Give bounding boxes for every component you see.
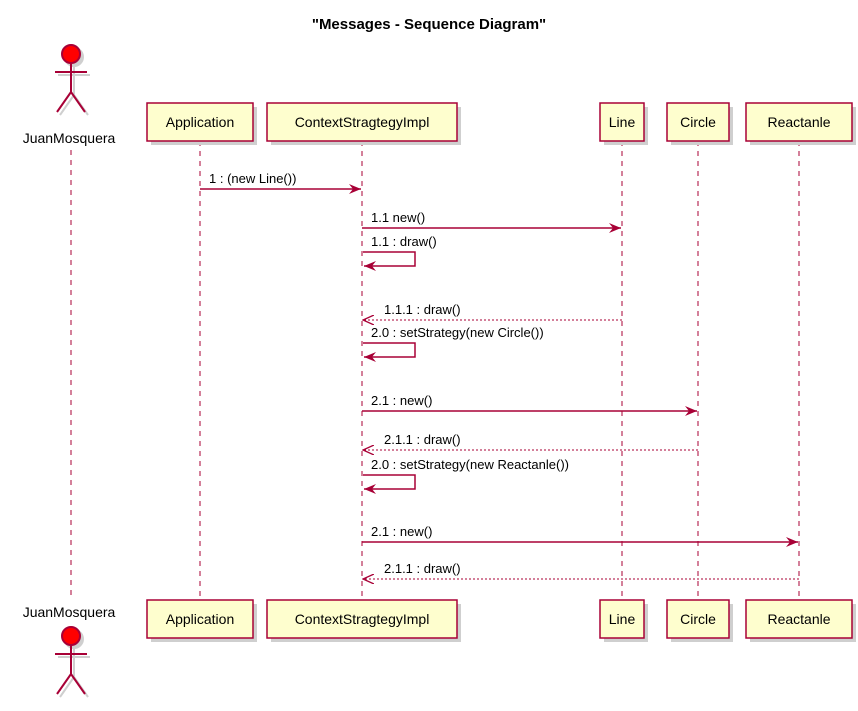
actor-name: JuanMosquera bbox=[23, 604, 116, 620]
participant-name: Circle bbox=[680, 114, 716, 130]
message-label: 2.1.1 : draw() bbox=[384, 561, 461, 576]
message-4: 1.1.1 : draw() bbox=[363, 302, 622, 320]
participant-context-bottom: ContextStragtegyImpl bbox=[266, 599, 461, 642]
actor-name: JuanMosquera bbox=[23, 130, 116, 146]
actor-bottom: JuanMosquera bbox=[23, 604, 116, 698]
participant-box bbox=[599, 102, 645, 142]
participant-application-bottom: Application bbox=[146, 599, 257, 642]
message-label: 1 : (new Line()) bbox=[209, 171, 296, 186]
participant-line-top: Line bbox=[599, 102, 648, 145]
message-1: 1 : (new Line()) bbox=[200, 171, 361, 194]
message-2: 1.1 new() bbox=[362, 210, 621, 233]
message-label: 1.1.1 : draw() bbox=[384, 302, 461, 317]
participant-box bbox=[666, 599, 730, 639]
participant-box bbox=[146, 102, 254, 142]
participant-box bbox=[266, 599, 458, 639]
participant-name: Circle bbox=[680, 611, 716, 627]
participant-boxes: ApplicationApplicationContextStragtegyIm… bbox=[146, 102, 856, 642]
message-label: 1.1 new() bbox=[371, 210, 425, 225]
message-label: 2.1 : new() bbox=[371, 524, 432, 539]
participant-application-top: Application bbox=[146, 102, 257, 145]
lifelines bbox=[70, 141, 800, 600]
message-3: 1.1 : draw() bbox=[363, 234, 437, 271]
message-8: 2.0 : setStrategy(new Reactanle()) bbox=[363, 457, 569, 494]
participant-line-bottom: Line bbox=[599, 599, 648, 642]
participant-name: ContextStragtegyImpl bbox=[295, 114, 430, 130]
self-message-arrow bbox=[363, 342, 416, 362]
participant-name: ContextStragtegyImpl bbox=[295, 611, 430, 627]
message-label: 2.0 : setStrategy(new Reactanle()) bbox=[371, 457, 569, 472]
message-10: 2.1.1 : draw() bbox=[363, 561, 799, 579]
participant-context-top: ContextStragtegyImpl bbox=[266, 102, 461, 145]
stick-figure-icon bbox=[55, 44, 90, 116]
participant-box bbox=[745, 599, 853, 639]
participant-name: Application bbox=[166, 611, 235, 627]
participant-name: Line bbox=[609, 611, 636, 627]
self-message-arrow bbox=[363, 474, 416, 494]
participant-box bbox=[599, 599, 645, 639]
participant-reactanle-bottom: Reactanle bbox=[745, 599, 856, 642]
stick-figure-icon bbox=[55, 626, 90, 698]
self-message-arrow bbox=[363, 251, 416, 271]
message-5: 2.0 : setStrategy(new Circle()) bbox=[363, 325, 544, 362]
message-label: 2.1.1 : draw() bbox=[384, 432, 461, 447]
message-label: 1.1 : draw() bbox=[371, 234, 437, 249]
participant-name: Application bbox=[166, 114, 235, 130]
message-9: 2.1 : new() bbox=[362, 524, 798, 547]
message-7: 2.1.1 : draw() bbox=[363, 432, 698, 450]
participant-circle-bottom: Circle bbox=[666, 599, 733, 642]
participant-name: Reactanle bbox=[767, 114, 830, 130]
participant-box bbox=[745, 102, 853, 142]
message-6: 2.1 : new() bbox=[362, 393, 697, 416]
participant-name: Reactanle bbox=[767, 611, 830, 627]
message-label: 2.1 : new() bbox=[371, 393, 432, 408]
participant-box bbox=[146, 599, 254, 639]
participant-name: Line bbox=[609, 114, 636, 130]
participant-box bbox=[266, 102, 458, 142]
message-label: 2.0 : setStrategy(new Circle()) bbox=[371, 325, 544, 340]
messages: 1 : (new Line()) 1.1 new() 1.1 : draw() 1.1… bbox=[200, 171, 799, 579]
actor-top: JuanMosquera bbox=[23, 44, 116, 146]
participant-box bbox=[666, 102, 730, 142]
participant-reactanle-top: Reactanle bbox=[745, 102, 856, 145]
diagram-title: "Messages - Sequence Diagram" bbox=[312, 16, 546, 33]
participant-circle-top: Circle bbox=[666, 102, 733, 145]
